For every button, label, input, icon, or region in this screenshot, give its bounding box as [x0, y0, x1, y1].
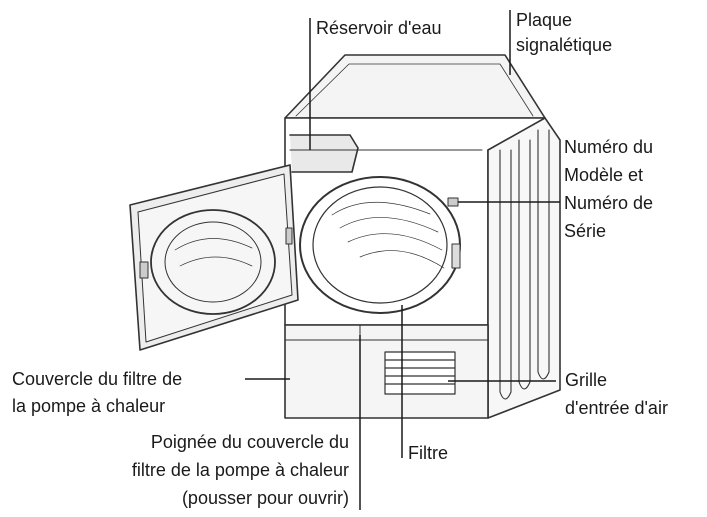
label-line: d'entrée d'air [565, 398, 668, 418]
label-line: Grille [565, 370, 608, 390]
label-line: signalétique [516, 35, 613, 55]
label-line: Poignée du couvercle du [150, 432, 349, 452]
dryer-illustration [129, 54, 561, 419]
label-filter-cover: Couvercle du filtre de la pompe à chaleu… [12, 366, 182, 420]
label-line: Numéro de [564, 193, 654, 213]
label-line: Série [564, 221, 607, 241]
label-model-serial: Numéro du Modèle et Numéro de Série [564, 133, 653, 245]
label-line: Couvercle du filtre de [12, 369, 183, 389]
label-air-grille: Grille d'entrée d'air [565, 366, 668, 422]
label-filter: Filtre [408, 443, 448, 463]
model-plate-marker [447, 197, 459, 207]
label-cover-handle: Poignée du couvercle du filtre de la pom… [132, 428, 349, 512]
label-line: Plaque [516, 10, 573, 30]
label-line: Modèle et [564, 165, 644, 185]
label-line: Numéro du [564, 137, 654, 157]
door-window [150, 209, 276, 315]
air-inlet-grille [384, 351, 456, 395]
label-water-tank: Réservoir d'eau [316, 18, 442, 38]
label-line: la pompe à chaleur [12, 396, 166, 416]
leader-lines [245, 10, 560, 510]
dryer-top-panel [284, 54, 546, 119]
label-line: filtre de la pompe à chaleur [131, 460, 349, 480]
door-latch [451, 243, 461, 269]
label-rating-plate: Plaque signalétique [516, 8, 612, 58]
water-tank-drawer [289, 134, 359, 173]
label-line: (pousser pour ouvrir) [181, 488, 349, 508]
